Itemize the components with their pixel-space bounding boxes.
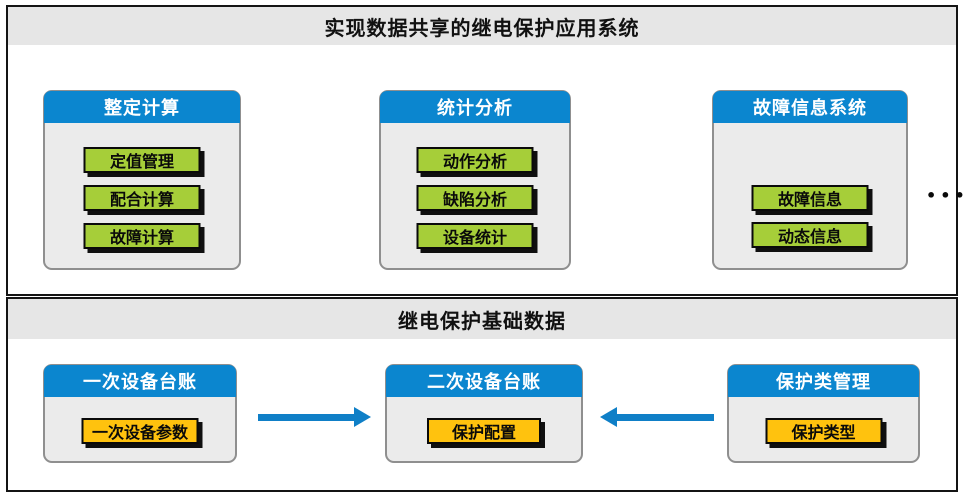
- panel-statistical-analysis: 统计分析 动作分析 缺陷分析 设备统计: [379, 90, 571, 270]
- panel-protection-class-management-title: 保护类管理: [728, 365, 919, 397]
- panel-setting-calculation-title: 整定计算: [44, 91, 240, 123]
- button-action-analysis[interactable]: 动作分析: [416, 147, 534, 173]
- button-fault-calculation[interactable]: 故障计算: [83, 223, 201, 249]
- button-defect-analysis[interactable]: 缺陷分析: [416, 185, 534, 211]
- button-protection-config[interactable]: 保护配置: [427, 418, 541, 444]
- panel-setting-calculation: 整定计算 定值管理 配合计算 故障计算: [43, 90, 241, 270]
- button-value-management[interactable]: 定值管理: [83, 147, 201, 173]
- button-dynamic-info[interactable]: 动态信息: [751, 222, 869, 248]
- button-primary-equipment-params[interactable]: 一次设备参数: [81, 418, 199, 444]
- panel-primary-equipment-ledger: 一次设备台账 一次设备参数: [43, 364, 237, 463]
- panel-fault-info-system-title: 故障信息系统: [713, 91, 907, 123]
- panel-statistical-analysis-title: 统计分析: [380, 91, 570, 123]
- panel-fault-info-system: 故障信息系统 故障信息 动态信息: [712, 90, 908, 270]
- panel-secondary-equipment-ledger-title: 二次设备台账: [386, 365, 582, 397]
- button-equipment-statistics[interactable]: 设备统计: [416, 223, 534, 249]
- panel-protection-class-management: 保护类管理 保护类型: [727, 364, 920, 463]
- panel-secondary-equipment-ledger: 二次设备台账 保护配置: [385, 364, 583, 463]
- panel-primary-equipment-ledger-title: 一次设备台账: [44, 365, 236, 397]
- more-systems-ellipsis-icon: •••: [926, 186, 969, 205]
- button-coordination-calculation[interactable]: 配合计算: [83, 185, 201, 211]
- bottom-section-title: 继电保护基础数据: [8, 299, 956, 339]
- top-section-title: 实现数据共享的继电保护应用系统: [8, 7, 956, 45]
- button-protection-type[interactable]: 保护类型: [765, 418, 882, 444]
- button-fault-info[interactable]: 故障信息: [751, 185, 869, 211]
